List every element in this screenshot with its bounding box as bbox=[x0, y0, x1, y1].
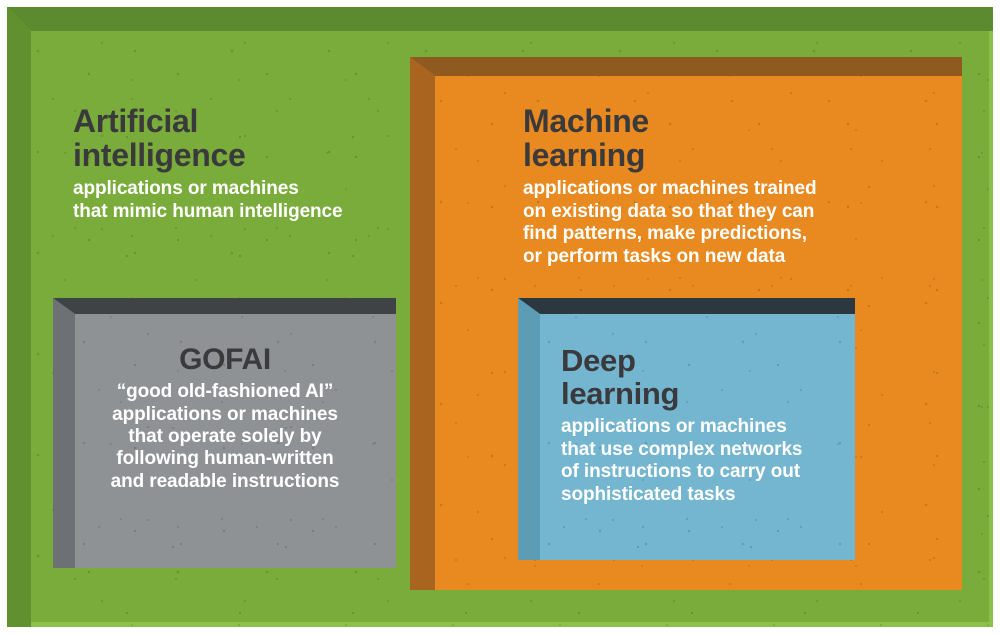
machine-learning-label-group: Machine learning applications or machine… bbox=[523, 104, 873, 268]
artificial-intelligence-description: applications or machines that mimic huma… bbox=[73, 178, 343, 222]
gofai-description: “good old-fashioned AI” applications or … bbox=[110, 381, 340, 492]
gofai-label-group: GOFAI “good old-fashioned AI” applicatio… bbox=[75, 343, 375, 493]
machine-learning-title: Machine learning bbox=[523, 103, 649, 174]
deep-learning-description: applications or machines that use comple… bbox=[561, 416, 803, 505]
machine-learning-description: applications or machines trained on exis… bbox=[523, 178, 817, 267]
gofai-title: GOFAI bbox=[179, 343, 271, 376]
artificial-intelligence-label-group: Artificial intelligence applications or … bbox=[73, 104, 403, 223]
deep-learning-label-group: Deep learning applications or machines t… bbox=[561, 344, 861, 506]
deep-learning-title: Deep learning bbox=[561, 343, 680, 412]
artificial-intelligence-title: Artificial intelligence bbox=[73, 103, 246, 174]
